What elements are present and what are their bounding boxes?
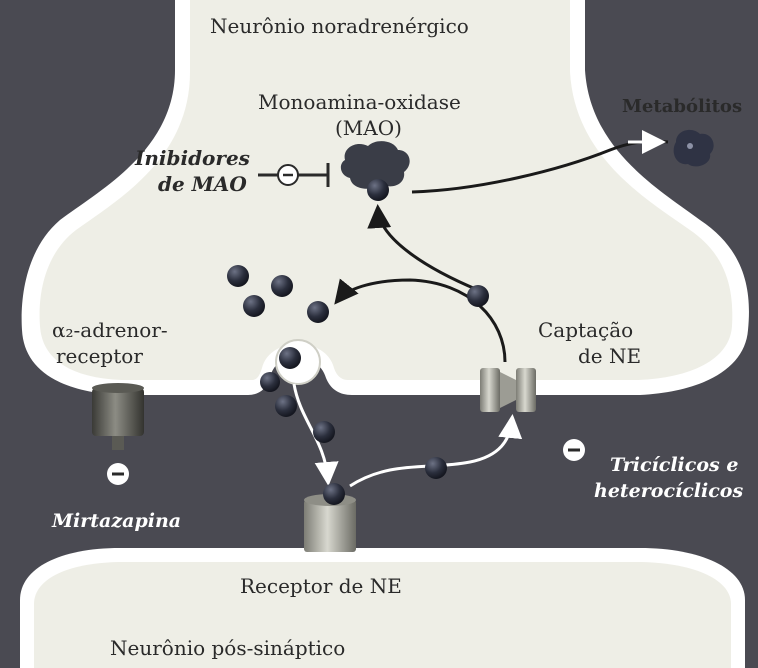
ne-uptake-label-line2: de NE	[578, 344, 641, 368]
ne-molecule	[313, 421, 335, 443]
ne-molecule	[227, 265, 249, 287]
ne-molecule	[367, 179, 389, 201]
ne-molecule	[260, 372, 280, 392]
mao-inhibitors-label-line1: Inibidores	[135, 146, 250, 170]
ne-molecule	[275, 395, 297, 417]
presynaptic-neuron-label: Neurônio noradrenérgico	[210, 14, 469, 38]
ne-molecule	[425, 457, 447, 479]
postsynaptic-neuron-label: Neurônio pós-sináptico	[110, 636, 345, 660]
ne-molecule	[243, 295, 265, 317]
mao-label-line1: Monoamina-oxidase	[258, 90, 461, 114]
alpha2-receptor-label-line1: α₂-adrenor-	[52, 318, 168, 342]
ne-molecule	[323, 483, 345, 505]
ne-molecule	[467, 285, 489, 307]
ne-receptor-label: Receptor de NE	[240, 574, 402, 598]
metabolite	[674, 130, 714, 167]
mirtazapine-label: Mirtazapina	[52, 510, 181, 532]
ne-molecule	[307, 301, 329, 323]
metabolites-label: Metabólitos	[622, 96, 742, 117]
mao-inhibitors-label-line2: de MAO	[158, 172, 247, 196]
metabolite-highlight	[687, 143, 693, 149]
tricyclics-label-line1: Tricíclicos e	[610, 454, 738, 476]
tricyclics-label-line2: heterocíclicos	[594, 480, 743, 502]
mao-label-line2: (MAO)	[335, 116, 402, 140]
ne-molecule	[271, 275, 293, 297]
ne-uptake-label-line1: Captação	[538, 318, 633, 342]
alpha2-receptor	[92, 383, 144, 450]
ne-molecule	[279, 347, 301, 369]
alpha2-receptor-label-line2: receptor	[56, 344, 143, 368]
